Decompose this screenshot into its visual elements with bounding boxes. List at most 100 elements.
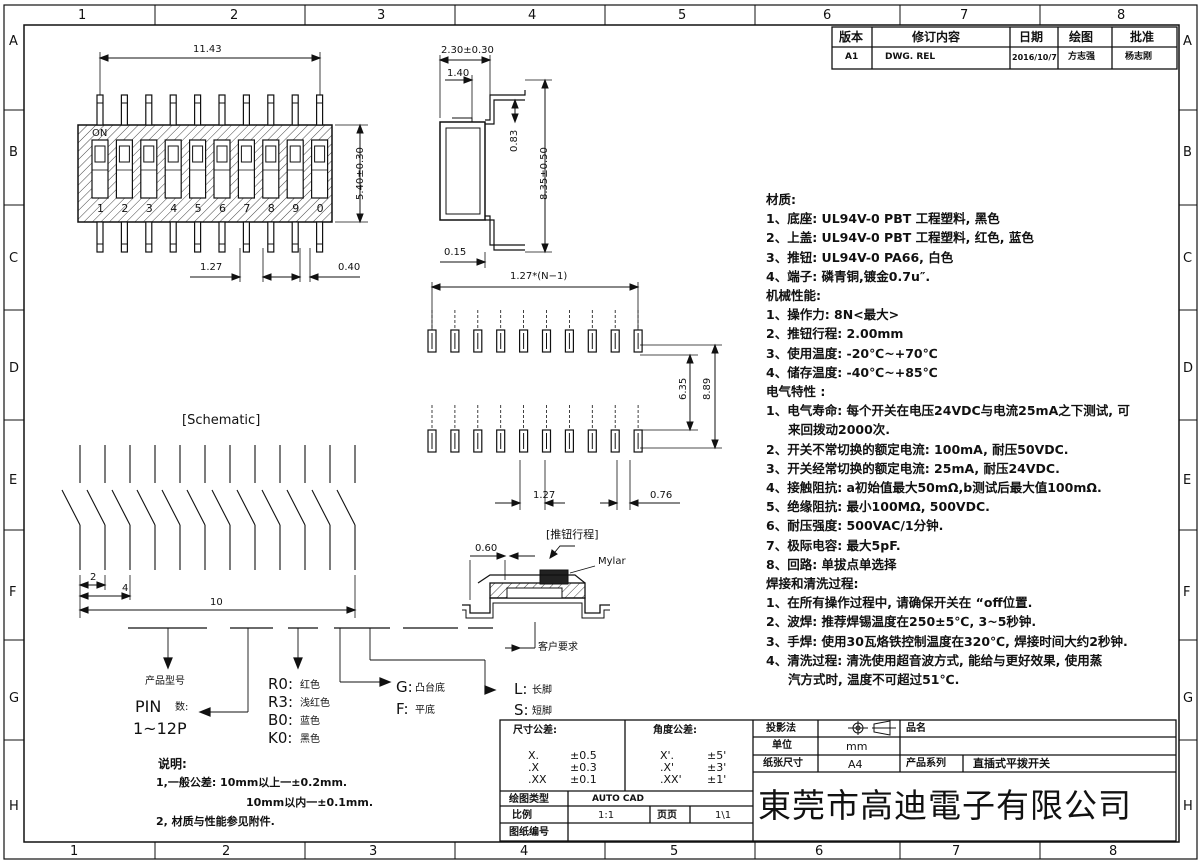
page-value: 1\1	[715, 810, 732, 821]
top-pin	[267, 94, 275, 126]
zone-col-label-bottom: 6	[815, 844, 824, 859]
dim-lead-offset: 1.40	[447, 68, 470, 79]
switch-number: 0	[316, 202, 324, 215]
zone-col-label-bottom: 3	[369, 844, 378, 859]
dim-foot: 0.15	[444, 247, 467, 258]
spec-line: 4、端子: 磷青铜,镀金0.7u″.	[766, 268, 931, 284]
zone-col-label-top: 1	[78, 8, 87, 23]
zone-col-label-top: 5	[678, 8, 687, 23]
dim-pitch-b: 1.27	[533, 490, 556, 501]
tol-angle-value: ±1'	[707, 773, 727, 786]
switch-number: 1	[97, 202, 104, 215]
tol-angle-format: .X'	[660, 761, 675, 774]
travel-label: [推钮行程]	[546, 528, 599, 541]
top-pin	[218, 94, 226, 126]
spec-line: 1、底座: UL94V-0 PBT 工程塑料, 黑色	[766, 211, 1000, 227]
zone-col-label-top: 7	[960, 8, 969, 23]
dim-standoff: 0.83	[509, 129, 520, 152]
product-model-label: 产品型号	[145, 676, 185, 687]
leg-code: L:	[514, 680, 528, 698]
projection-symbol-icon	[848, 720, 896, 736]
schematic-title: [Schematic]	[182, 413, 261, 428]
spec-line: 3、开关经常切换的额定电流: 25mA, 耐压24VDC.	[766, 460, 1060, 476]
color-name: 红色	[300, 680, 320, 691]
rev-version: A1	[845, 52, 859, 62]
scale-value: 1:1	[598, 810, 615, 821]
zone-row-label-left: D	[9, 361, 20, 376]
zone-col-label-top: 2	[230, 8, 239, 23]
rev-header-content: 修订内容	[912, 30, 961, 44]
tol-angle-format: X'.	[660, 749, 675, 762]
rev-header-approved: 批准	[1130, 30, 1155, 44]
zone-row-label-right: H	[1183, 799, 1193, 814]
pin-suffix: 数:	[175, 702, 189, 713]
base-name: 凸台底	[415, 683, 445, 694]
pin-range: 1~12P	[133, 719, 187, 738]
spec-heading: 材质:	[766, 192, 796, 207]
zone-ticks	[4, 5, 1197, 859]
tol-angle-value: ±5'	[707, 749, 727, 762]
zone-row-label-right: B	[1183, 145, 1192, 160]
rev-header-date: 日期	[1019, 30, 1044, 44]
on-mark: ON	[92, 128, 108, 139]
spec-line: 2、波焊: 推荐焊锡温度在250±5℃, 3~5秒钟.	[766, 614, 1037, 630]
rev-header-version: 版本	[839, 30, 864, 44]
draw-type-label: 绘图类型	[509, 794, 549, 805]
dim-pad-b: 0.76	[650, 490, 673, 501]
tol-size-format: X.	[528, 749, 540, 762]
dim-row-spacing-2: 8.89	[702, 377, 713, 400]
spec-line: 1、电气寿命: 每个开关在电压24VDC与电流25mA之下测试, 可	[766, 403, 1130, 419]
title-block-lines	[499, 719, 1177, 842]
projection-label: 投影法	[766, 723, 796, 734]
pin-label: PIN	[135, 697, 162, 716]
schematic-switch	[311, 445, 331, 570]
tol-angle-value: ±3'	[707, 761, 727, 774]
zone-row-label-right: F	[1183, 585, 1191, 600]
color-code: R3:	[268, 693, 294, 711]
spec-line: 3、使用温度: -20℃~+70℃	[766, 345, 938, 361]
zone-col-label-bottom: 4	[520, 844, 529, 859]
leg-name: 长脚	[532, 685, 552, 696]
sheet-size-label: 纸张尺寸	[763, 758, 803, 769]
leg-code: S:	[514, 701, 529, 719]
top-pin	[291, 94, 299, 126]
notes-title: 说明:	[158, 757, 187, 771]
dim-row-spacing-1: 6.35	[678, 377, 689, 400]
dim-sch-10: 10	[210, 597, 223, 608]
zone-row-label-right: G	[1183, 691, 1194, 706]
zone-col-label-top: 6	[823, 8, 832, 23]
base-name: 平底	[415, 705, 435, 716]
schematic-switch	[211, 445, 231, 570]
spec-line: 8、回路: 单拔点单选择	[766, 556, 897, 572]
base-code: F:	[396, 700, 409, 718]
zone-col-label-top: 3	[377, 8, 386, 23]
dim-mylar: 0.60	[475, 543, 498, 554]
spec-line: 7、极际电容: 最大5pF.	[766, 537, 901, 553]
rev-content: DWG. REL	[885, 52, 936, 62]
top-pin	[169, 221, 177, 253]
zone-col-label-bottom: 2	[222, 844, 231, 859]
unit-label: 单位	[772, 740, 792, 751]
note-line-1: 1,一般公差: 10mm以上一±0.2mm.	[156, 776, 348, 789]
angle-tolerance-label: 角度公差:	[653, 725, 697, 736]
color-code: B0:	[268, 711, 293, 729]
spec-line: 3、手焊: 使用30瓦烙铁控制温度在320℃, 焊接时间大约2秒钟.	[766, 633, 1128, 649]
rev-approved: 杨志刚	[1125, 52, 1153, 62]
dim-pitch-a: 1.27	[200, 262, 223, 273]
spec-line: 3、推钮: UL94V-0 PA66, 白色	[766, 249, 954, 265]
schematic-switch	[61, 445, 81, 570]
inner-frame	[23, 24, 1180, 843]
note-line-3: 2, 材质与性能参见附件.	[156, 815, 275, 828]
top-pin	[145, 94, 153, 126]
spec-heading: 焊接和清洗过程:	[766, 576, 859, 591]
drawing-number-label: 图纸编号	[509, 827, 549, 838]
base-code: G:	[396, 678, 413, 696]
sheet-size-value: A4	[848, 758, 863, 771]
size-tolerance-label: 尺寸公差:	[513, 725, 557, 736]
switch-number: 7	[243, 202, 251, 215]
dim-pitch-n: 1.27*(N−1)	[510, 271, 568, 282]
zone-row-label-left: A	[9, 34, 18, 49]
top-pin	[120, 221, 129, 253]
switch-number: 4	[170, 202, 178, 215]
spec-line: 1、在所有操作过程中, 请确保开关在 “off位置.	[766, 595, 1033, 611]
